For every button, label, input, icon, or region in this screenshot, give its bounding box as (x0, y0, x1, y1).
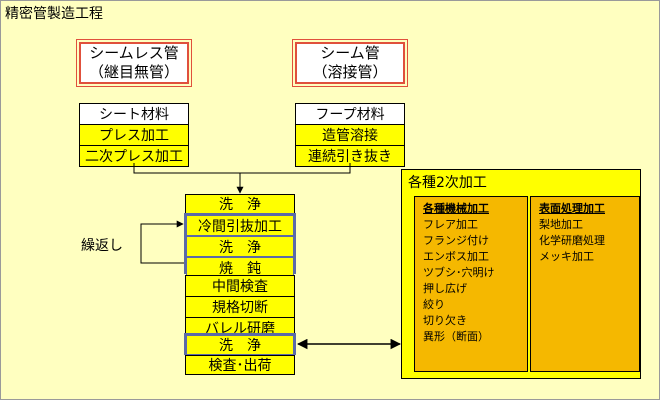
inspection-column: 中間検査 規格切断 バレル研磨 (185, 275, 295, 339)
seam-pipe-label: シーム管 (320, 44, 380, 62)
secondary-processing-title: 各種2次加工 (408, 175, 487, 191)
repeat-label: 繰返し (81, 238, 123, 254)
seamless-pipe-box: シームレス管 （継目無管） (76, 39, 192, 87)
list-item: エンボス加工 (423, 250, 489, 263)
secondary-press-step: 二次プレス加工 (79, 145, 189, 167)
seamless-pipe-label: シームレス管 (89, 44, 179, 62)
seam-pipe-sublabel: （溶接管） (312, 63, 388, 81)
list-item: 化学研磨処理 (539, 234, 605, 247)
seamless-pipe-sublabel: （継目無管） (88, 63, 179, 81)
surface-treatment-panel: 表面処理加工 梨地加工 化学研磨処理 メッキ加工 (530, 196, 640, 372)
list-item: フランジ付け (423, 234, 489, 247)
list-item: ツブシ･穴明け (423, 266, 495, 279)
seamless-process-column: シート材料 プレス加工 二次プレス加工 (79, 103, 189, 167)
machining-header: 各種機械加工 (423, 202, 489, 215)
wash-step-2-frame: 洗浄 (184, 333, 296, 355)
list-item: メッキ加工 (539, 250, 594, 263)
machining-panel: 各種機械加工 フレア加工 フランジ付け エンボス加工 ツブシ･穴明け 押し広げ … (414, 196, 528, 372)
wash-step-1: 洗浄 (185, 194, 295, 214)
standard-cutting-step: 規格切断 (185, 296, 295, 318)
diagram-title: 精密管製造工程 (5, 6, 103, 22)
repeat-loop-line (140, 220, 184, 264)
seam-process-column: フープ材料 造管溶接 連続引き抜き (295, 103, 405, 167)
press-step: プレス加工 (79, 124, 189, 146)
list-item: 押し広げ (423, 282, 467, 295)
cold-drawing-step: 冷間引抜加工 (186, 215, 294, 236)
wash-step-2: 洗浄 (186, 335, 294, 355)
surface-treatment-header: 表面処理加工 (539, 202, 605, 215)
list-item: フレア加工 (423, 218, 478, 231)
list-item: 異形（断面） (423, 330, 489, 343)
continuous-drawing-step: 連続引き抜き (295, 145, 405, 167)
wash-step-loop: 洗浄 (186, 236, 294, 257)
secondary-processing-panel: 各種2次加工 各種機械加工 フレア加工 フランジ付け エンボス加工 ツブシ･穴明… (401, 169, 641, 379)
inspection-shipping-step: 検査･出荷 (185, 355, 295, 375)
repeat-loop-group: 冷間引抜加工 洗浄 焼鈍 (184, 213, 296, 278)
hoop-material-step: フープ材料 (295, 103, 405, 125)
seam-pipe-box: シーム管 （溶接管） (292, 39, 408, 87)
sheet-material-step: シート材料 (79, 103, 189, 125)
intermediate-inspection-step: 中間検査 (185, 275, 295, 297)
list-item: 絞り (423, 298, 445, 311)
pipe-welding-step: 造管溶接 (295, 124, 405, 146)
list-item: 切り欠き (423, 314, 467, 327)
list-item: 梨地加工 (539, 218, 583, 231)
